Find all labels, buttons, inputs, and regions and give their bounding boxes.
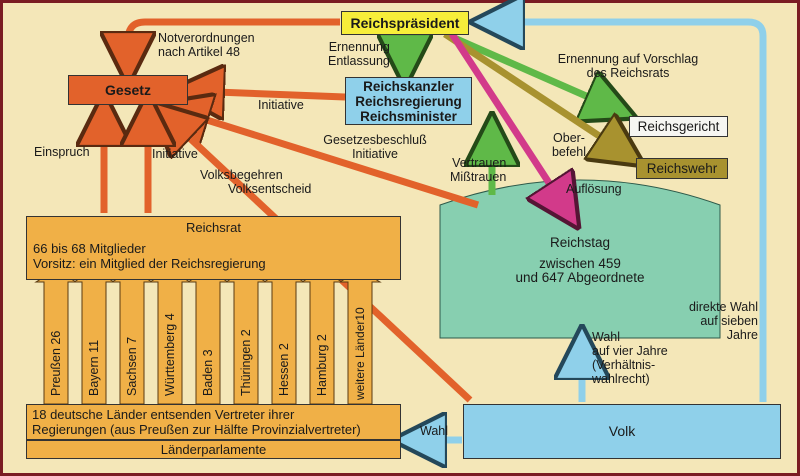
initiative-regierung-arrow: [190, 91, 346, 97]
reichswehr-label: Reichswehr: [646, 161, 718, 176]
wahl-vier-line-4: wahlrecht): [592, 372, 650, 386]
reichstag-seats-2: und 647 Abgeordnete: [515, 270, 645, 285]
state-label-sachsen: Sachsen 7: [125, 336, 139, 396]
reichsrat-members: 66 bis 68 Mitglieder: [33, 241, 146, 256]
reichsrat-chair: Vorsitz: ein Mitglied der Reichsregierun…: [33, 256, 266, 271]
ernennung-vorschlag-label: Ernennung auf Vorschlag des Reichsrats: [548, 52, 708, 80]
wahl-vier-line-2: auf vier Jahre: [592, 344, 668, 358]
volksbegehren-label: Volksbegehren Volksentscheid: [200, 168, 311, 196]
state-label-baden: Baden 3: [201, 349, 215, 396]
volk-box: Volk: [463, 404, 781, 459]
reichsrat-box: Reichsrat 66 bis 68 Mitglieder Vorsitz: …: [26, 216, 401, 280]
wahl-label: Wahl: [420, 424, 449, 438]
gesetz-label: Gesetz: [105, 82, 151, 98]
reichskanzler-box: Reichskanzler Reichsregierung Reichsmini…: [345, 77, 472, 125]
notverordnungen-label: Notverordnungen nach Artikel 48: [158, 31, 255, 59]
laender-box: 18 deutsche Länder entsenden Vertreter i…: [26, 404, 401, 440]
state-label-hessen: Hessen 2: [277, 343, 291, 396]
reichstag-text: Reichstag zwischen 459 und 647 Abgeordne…: [470, 236, 690, 285]
reichstag-seats-1: zwischen 459: [539, 256, 621, 271]
laender-line-1: 18 deutsche Länder entsenden Vertreter i…: [32, 407, 295, 422]
state-arrows: [34, 269, 382, 405]
wahl-vier-line-3: (Verhältnis-: [592, 358, 656, 372]
initiative-regierung-label: Initiative: [258, 98, 304, 112]
direkte-wahl-line-1: direkte Wahl: [688, 300, 758, 314]
reichsrat-title: Reichsrat: [186, 220, 241, 235]
state-label-weitere: weitere Länder10: [353, 307, 367, 400]
ernennung-label: Ernennung Entlassung: [328, 40, 390, 68]
vertrauen-line-1: Vertrauen: [452, 156, 507, 170]
ernennung-vorschlag-line-1: Ernennung auf Vorschlag: [557, 52, 699, 66]
gesetzesbeschluss-label: Gesetzesbeschluß Initiative: [320, 133, 430, 161]
reichsminister-label: Reichsminister: [360, 109, 457, 124]
oberbefehl-line-2: befehl: [551, 145, 587, 159]
reichspraesident-label: Reichspräsident: [350, 15, 460, 31]
volksbegehren-line-1: Volksbegehren: [200, 168, 283, 182]
state-label-thueringen: Thüringen 2: [239, 329, 253, 396]
reichstag-shape: [439, 179, 721, 339]
state-label-bayern: Bayern 11: [87, 339, 101, 396]
notverordnungen-line-2: nach Artikel 48: [158, 45, 240, 59]
laenderparlamente-box: Länderparlamente: [26, 440, 401, 459]
reichsgericht-box: Reichsgericht: [629, 116, 728, 137]
volksbegehren-line-2: Volksentscheid: [228, 182, 312, 196]
state-label-hamburg: Hamburg 2: [315, 334, 329, 396]
direkte-wahl-arrow: [490, 22, 767, 402]
gesetz-box: Gesetz: [68, 75, 188, 105]
oberbefehl-line-1: Ober-: [553, 131, 585, 145]
reichspraesident-box: Reichspräsident: [341, 11, 469, 35]
gesetzesbeschluss-arrow: [175, 110, 480, 209]
ernennung-line-1: Ernennung: [328, 40, 390, 54]
volk-label: Volk: [608, 423, 636, 439]
vertrauen-line-2: Mißtrauen: [450, 170, 507, 184]
reichsregierung-label: Reichsregierung: [355, 94, 462, 109]
notverordnungen-line-1: Notverordnungen: [158, 31, 255, 45]
notverordnungen-arrow: [128, 18, 340, 66]
direkte-wahl-line-2: auf sieben: [700, 314, 758, 328]
laenderparlamente-label: Länderparlamente: [160, 442, 267, 457]
state-label-preussen: Preußen 26: [49, 330, 63, 396]
reichsgericht-label: Reichsgericht: [637, 119, 720, 134]
direkte-wahl-line-3: Jahre: [726, 328, 758, 342]
oberbefehl-arrow: [443, 31, 628, 155]
initiative-rat-label: Initiative: [152, 147, 198, 161]
vertrauen-label: Vertrauen Mißtrauen: [450, 156, 506, 184]
aufloesung-label: Auflösung: [566, 182, 622, 196]
ernennung-line-2: Entlassung: [328, 54, 390, 68]
gesetzesbeschluss-line-2: Initiative: [352, 147, 398, 161]
reichstag-title: Reichstag: [549, 235, 611, 250]
state-label-wuerttemberg: Württemberg 4: [163, 313, 177, 396]
reichswehr-box: Reichswehr: [636, 158, 728, 179]
einspruch-label: Einspruch: [34, 145, 90, 159]
oberbefehl-label: Ober- befehl: [549, 131, 589, 159]
laender-line-2: Regierungen (aus Preußen zur Hälfte Prov…: [32, 422, 361, 437]
reichskanzler-label: Reichskanzler: [363, 79, 454, 94]
gesetzesbeschluss-line-1: Gesetzesbeschluß: [323, 133, 427, 147]
ernennung-vorschlag-line-2: des Reichsrats: [586, 66, 670, 80]
wahl-vier-label: Wahl auf vier Jahre (Verhältnis- wahlrec…: [592, 330, 668, 386]
wahl-vier-line-1: Wahl: [592, 330, 621, 344]
direkte-wahl-label: direkte Wahl auf sieben Jahre: [672, 300, 758, 342]
